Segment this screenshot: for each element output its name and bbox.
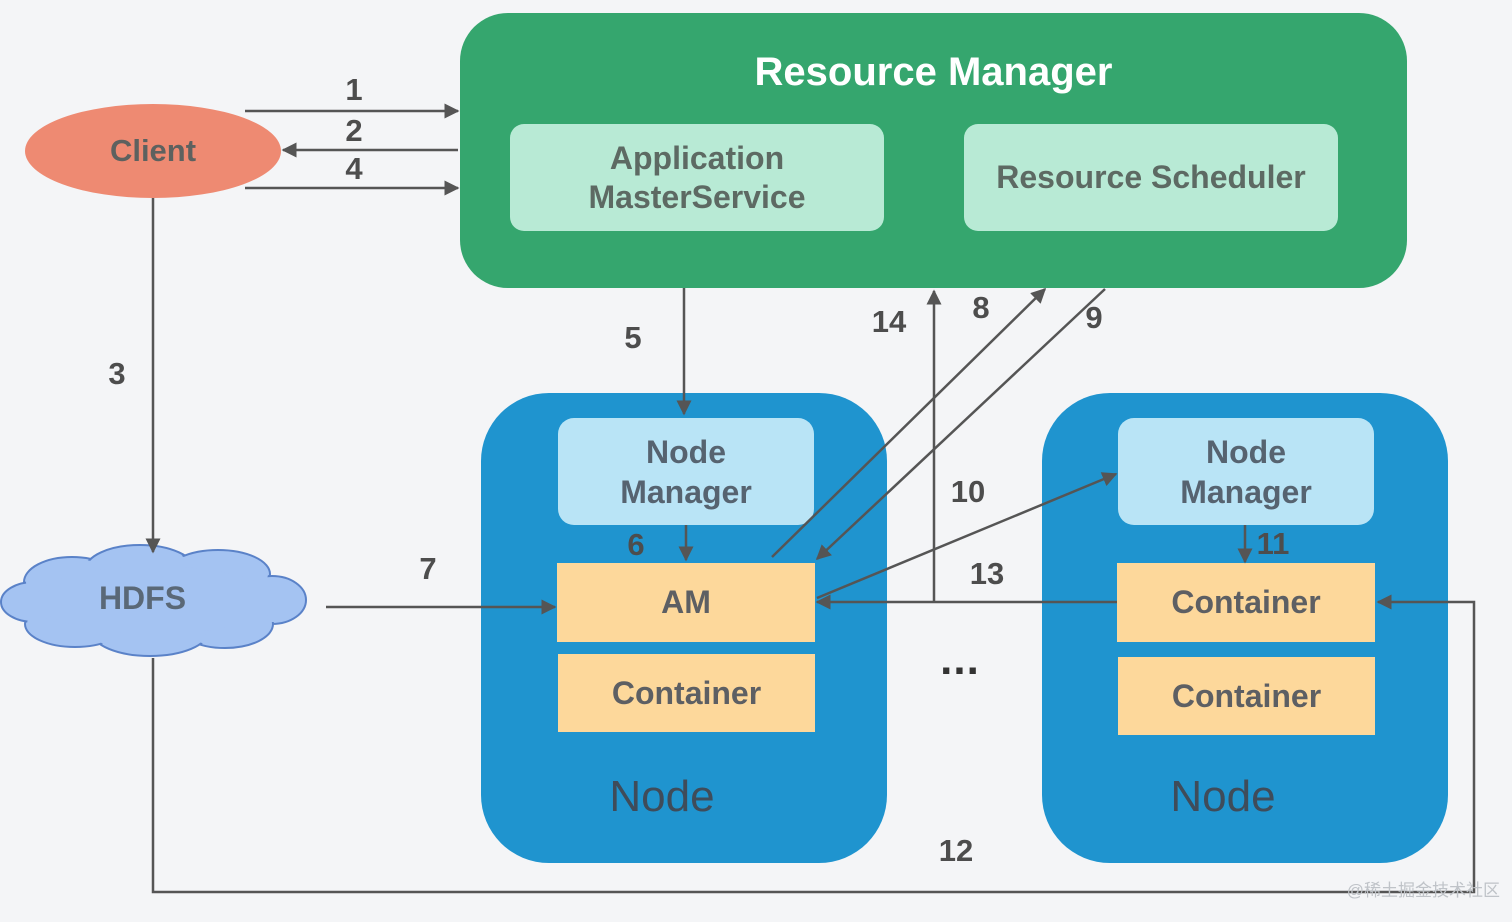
container-node-1: Container <box>558 654 815 732</box>
application-master-service-box: Application MasterService <box>510 124 884 231</box>
node-2-label: Node <box>1170 772 1276 821</box>
step-6-label: 6 <box>627 527 645 562</box>
step-12-label: 12 <box>938 833 974 868</box>
node-manager-2: Node Manager <box>1118 418 1374 525</box>
step-7-label: 7 <box>419 551 437 586</box>
step-1-label: 1 <box>345 72 363 107</box>
arrow-10 <box>816 472 1118 600</box>
step-11-label: 11 <box>1256 526 1290 561</box>
step-8-label: 8 <box>972 290 990 325</box>
container-node-2-top: Container <box>1117 563 1375 642</box>
client-ellipse: Client <box>25 104 281 198</box>
client-label: Client <box>109 133 197 168</box>
step-9-label: 9 <box>1085 300 1103 335</box>
step-3-label: 3 <box>108 356 126 391</box>
hdfs-label: HDFS <box>98 580 187 616</box>
resource-scheduler-box: Resource Scheduler <box>964 124 1338 231</box>
hdfs-cloud <box>0 544 307 657</box>
node-1-label: Node <box>609 772 715 821</box>
watermark: @稀土掘金技术社区 <box>1346 881 1500 900</box>
step-14-label: 14 <box>871 304 907 339</box>
step-13-label: 13 <box>969 556 1005 591</box>
step-5-label: 5 <box>624 320 642 355</box>
arrow-9 <box>815 288 1106 561</box>
step-10-label: 10 <box>950 474 986 509</box>
arrow-8 <box>771 287 1047 558</box>
step-4-label: 4 <box>345 151 363 186</box>
container-node-2-bottom: Container <box>1118 657 1375 735</box>
am-box: AM <box>557 563 815 642</box>
arrow-12 <box>151 594 1476 894</box>
ellipsis: ... <box>940 635 980 684</box>
step-2-label: 2 <box>345 113 363 148</box>
node-manager-1: Node Manager <box>558 418 814 525</box>
resource-manager-title: Resource Manager <box>754 50 1113 94</box>
